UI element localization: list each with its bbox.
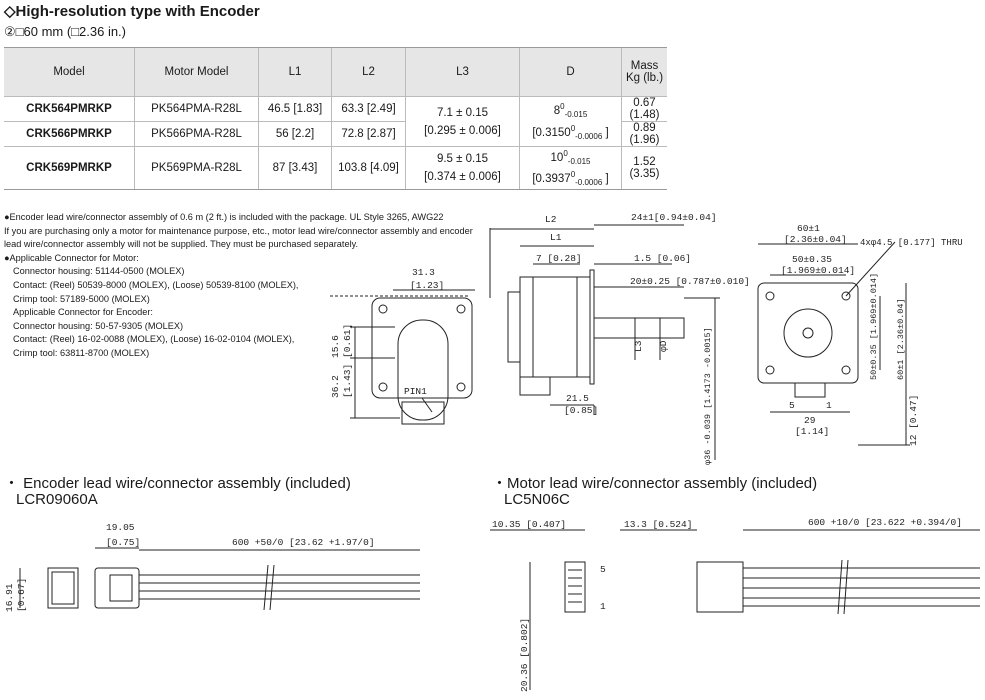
d-cell: 80-0.015 [0.31500-0.0006 ] bbox=[519, 96, 622, 147]
front-pin5: 5 bbox=[789, 400, 795, 411]
enc-dim-36-2: 36.2 bbox=[330, 375, 341, 398]
front-dim-60: 60±1 bbox=[797, 223, 820, 234]
mass-cell: 0.89 (1.96) bbox=[621, 121, 667, 147]
motor-assembly-heading: ・Motor lead wire/connector assembly (inc… bbox=[492, 475, 818, 492]
enc-dim-15-6-in: [0.61] bbox=[342, 324, 353, 358]
enc-pin1-label: PIN1 bbox=[404, 386, 427, 397]
front-pin1: 1 bbox=[826, 400, 832, 411]
front-dim-12: 12 [0.47] bbox=[908, 395, 919, 446]
model-cell: CRK566PMRKP bbox=[4, 121, 135, 147]
enc-dim-36-2-in: [1.43] bbox=[342, 364, 353, 398]
col-model: Model bbox=[4, 47, 135, 97]
front-dim-60-in: [2.36±0.04] bbox=[784, 234, 847, 245]
model-cell: CRK569PMRKP bbox=[4, 146, 135, 190]
l1-cell: 56 [2.2] bbox=[258, 121, 332, 147]
table-row: CRK569PMRKP PK569PMA-R28L 87 [3.43] 103.… bbox=[4, 146, 667, 190]
front-holes-label: 4xφ4.5 [0.177] THRU bbox=[860, 238, 963, 248]
enc-dim-31-3: 31.3 bbox=[412, 267, 435, 278]
enc-cable-dim-19-05: 19.05 bbox=[106, 522, 135, 533]
l3-cell: 9.5 ± 0.15[0.374 ± 0.006] bbox=[405, 146, 520, 190]
note-line: Contact: (Reel) 50539-8000 (MOLEX), (Loo… bbox=[13, 279, 299, 290]
motor-cable-drawing bbox=[490, 529, 980, 690]
side-dim-21-5: 21.5 bbox=[566, 393, 589, 404]
mot-cable-dim-13-3: 13.3 [0.524] bbox=[624, 519, 692, 530]
motor-front-view bbox=[757, 241, 910, 446]
front-dim-29-in: [1.14] bbox=[795, 426, 829, 437]
motor-cell: PK566PMA-R28L bbox=[134, 121, 259, 147]
side-dim-21-5-in: [0.85] bbox=[564, 405, 598, 416]
motor-cell: PK569PMA-R28L bbox=[134, 146, 259, 190]
mot-cable-length: 600 +10/0 [23.622 +0.394/0] bbox=[808, 517, 962, 528]
table-row: CRK566PMRKP PK566PMA-R28L 56 [2.2] 72.8 … bbox=[4, 121, 667, 147]
encoder-end-view bbox=[330, 289, 475, 425]
front-dim-50: 50±0.35 bbox=[792, 254, 832, 265]
side-dim-1-5: 1.5 [0.06] bbox=[634, 253, 691, 264]
encoder-assembly-part: LCR09060A bbox=[16, 491, 98, 508]
side-dim-l3: L3 bbox=[633, 340, 644, 352]
col-d: D bbox=[519, 47, 622, 97]
front-dim-29: 29 bbox=[804, 415, 816, 426]
note-line: Crimp tool: 63811-8700 (MOLEX) bbox=[13, 347, 150, 358]
mot-cable-pin5: 5 bbox=[600, 564, 606, 575]
note-line: ●Applicable Connector for Motor: bbox=[4, 252, 139, 263]
motor-assembly-part: LC5N06C bbox=[504, 491, 570, 508]
note-line: Connector housing: 51144-0500 (MOLEX) bbox=[13, 266, 185, 277]
page-title: ◇High-resolution type with Encoder bbox=[4, 3, 260, 20]
page-subtitle: ②□60 mm (□2.36 in.) bbox=[4, 24, 127, 39]
col-l2: L2 bbox=[331, 47, 406, 97]
front-dim-v50: 50±0.35 [1.969±0.014] bbox=[869, 273, 879, 380]
table-row: CRK564PMRKP PK564PMA-R28L 46.5 [1.83] 63… bbox=[4, 96, 667, 147]
l1-cell: 87 [3.43] bbox=[258, 146, 332, 190]
mot-cable-dim-10-35: 10.35 [0.407] bbox=[492, 519, 566, 530]
l3-cell: 7.1 ± 0.15[0.295 ± 0.006] bbox=[405, 96, 520, 147]
side-dim-l1: L1 bbox=[550, 232, 562, 243]
note-line: Crimp tool: 57189-5000 (MOLEX) bbox=[13, 293, 150, 304]
l2-cell: 103.8 [4.09] bbox=[331, 146, 406, 190]
l1-cell: 46.5 [1.83] bbox=[258, 96, 332, 122]
mot-cable-dim-20-36: 20.36 [0.802] bbox=[519, 618, 530, 692]
note-line: Applicable Connector for Encoder: bbox=[13, 307, 153, 318]
enc-dim-31-3-in: [1.23] bbox=[410, 280, 444, 291]
note-line: lead wire/connector assembly will not be… bbox=[4, 239, 359, 250]
side-dim-36: φ36 -0.039 [1.4173 -0.0015] bbox=[703, 327, 713, 465]
l2-cell: 63.3 [2.49] bbox=[331, 96, 406, 122]
mot-cable-pin1: 1 bbox=[600, 601, 606, 612]
mass-cell: 0.67 (1.48) bbox=[621, 96, 667, 122]
motor-side-view bbox=[489, 224, 720, 460]
note-line: Connector housing: 50-57-9305 (MOLEX) bbox=[13, 320, 184, 331]
side-dim-7: 7 [0.28] bbox=[536, 253, 582, 264]
notes-block: ●Encoder lead wire/connector assembly of… bbox=[4, 211, 504, 361]
side-dim-l2: L2 bbox=[545, 214, 557, 225]
enc-cable-length: 600 +50/0 [23.62 +1.97/0] bbox=[232, 537, 375, 548]
side-dim-d: φD bbox=[658, 340, 669, 352]
mass-cell: 1.52 (3.35) bbox=[621, 146, 667, 190]
note-line: If you are purchasing only a motor for m… bbox=[4, 225, 473, 236]
enc-cable-dim-19-05-in: [0.75] bbox=[106, 537, 140, 548]
col-motor-model: Motor Model bbox=[134, 47, 259, 97]
l2-cell: 72.8 [2.87] bbox=[331, 121, 406, 147]
col-l3: L3 bbox=[405, 47, 520, 97]
d-cell: 100-0.015 [0.39370-0.0006 ] bbox=[519, 146, 622, 190]
side-dim-24: 24±1[0.94±0.04] bbox=[631, 212, 717, 223]
note-line: Contact: (Reel) 16-02-0088 (MOLEX), (Loo… bbox=[13, 334, 295, 345]
model-cell: CRK564PMRKP bbox=[4, 96, 135, 122]
encoder-assembly-heading: ・ Encoder lead wire/connector assembly (… bbox=[4, 475, 351, 492]
motor-cell: PK564PMA-R28L bbox=[134, 96, 259, 122]
side-dim-20: 20±0.25 [0.787±0.010] bbox=[630, 276, 750, 287]
note-line: ●Encoder lead wire/connector assembly of… bbox=[4, 212, 444, 222]
enc-dim-15-6: 15.6 bbox=[330, 335, 341, 358]
front-dim-v60: 60±1 [2.36±0.04] bbox=[896, 298, 906, 380]
encoder-cable-drawing bbox=[19, 547, 420, 611]
enc-cable-dim-16-91-in: [0.67] bbox=[16, 578, 27, 612]
col-l1: L1 bbox=[258, 47, 332, 97]
enc-cable-dim-16-91: 16.91 bbox=[4, 583, 15, 612]
front-dim-50-in: [1.969±0.014] bbox=[781, 265, 855, 276]
